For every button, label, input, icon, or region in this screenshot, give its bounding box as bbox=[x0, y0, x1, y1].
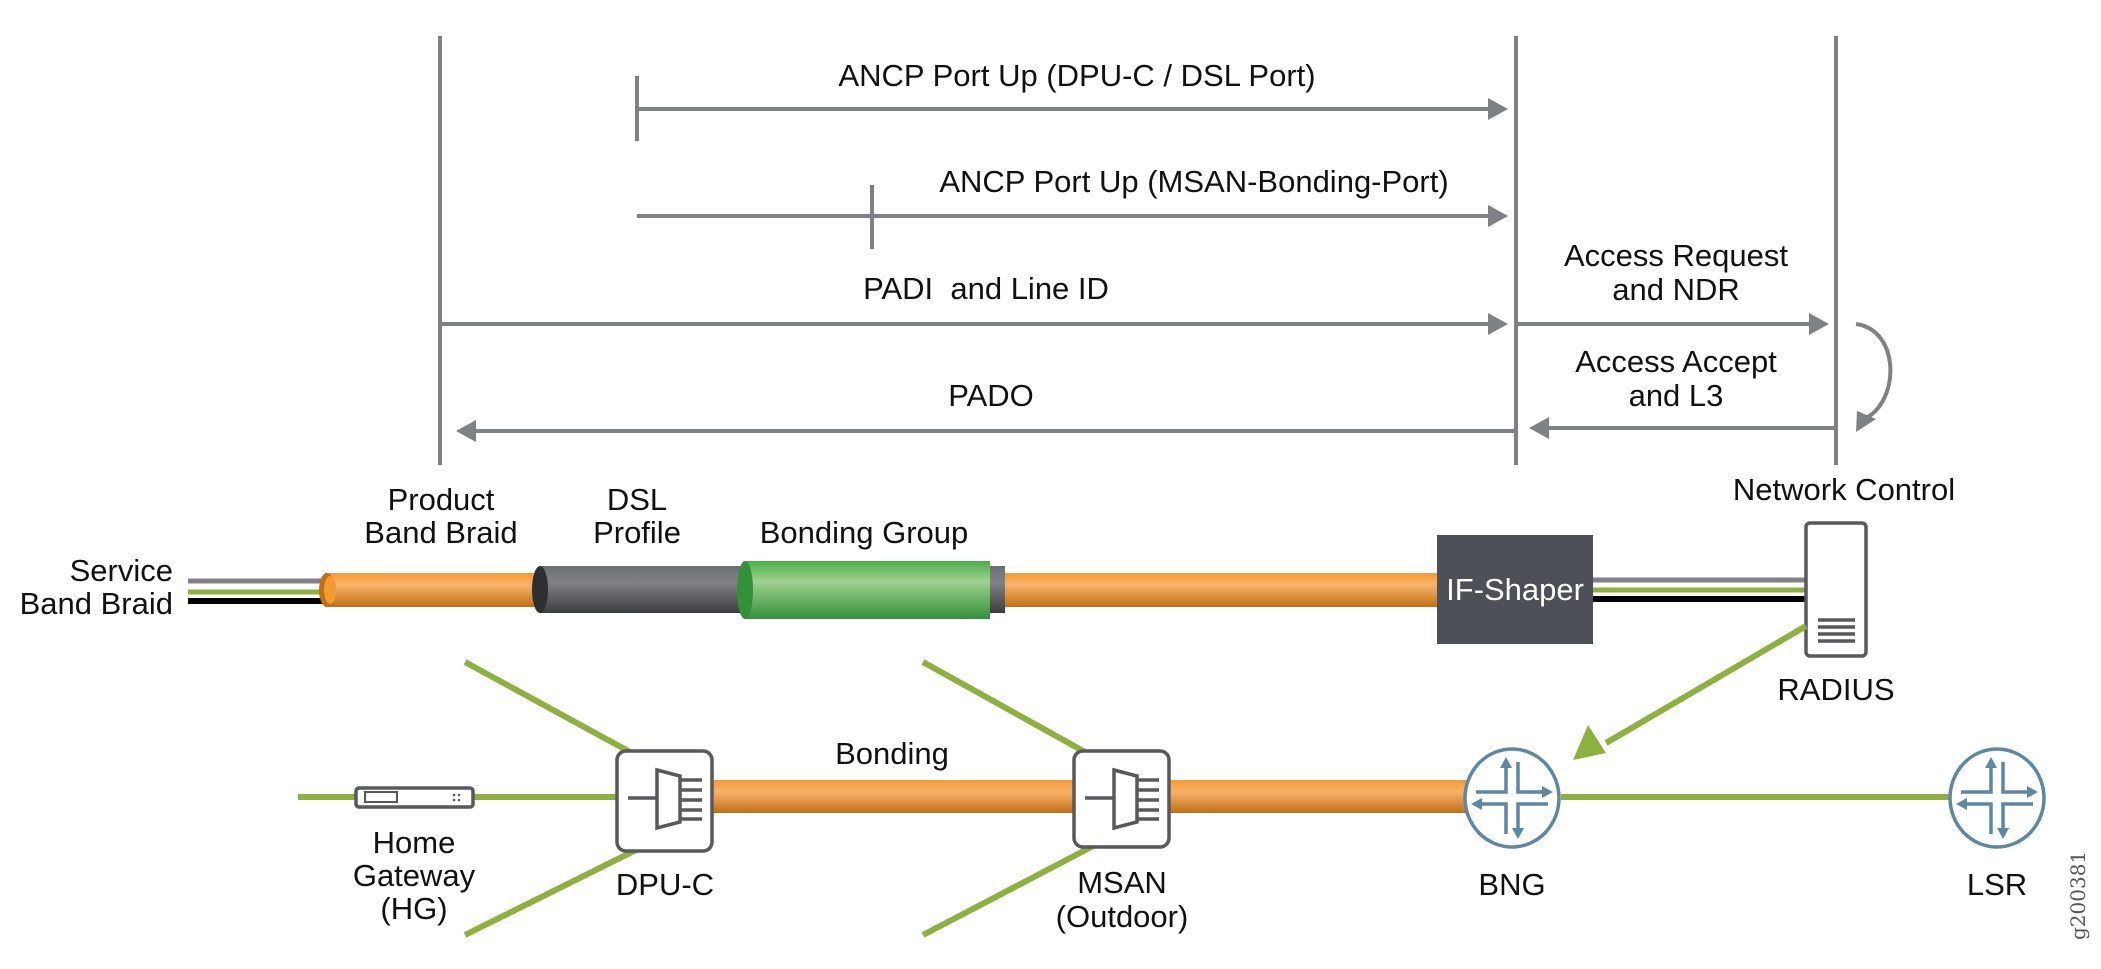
label-network-control: Network Control bbox=[1733, 472, 1955, 507]
arrowhead-right-icon bbox=[1488, 205, 1508, 227]
radius-to-bng-arrow bbox=[1573, 623, 1808, 760]
arrowhead-left-icon bbox=[456, 420, 476, 442]
message-ancp-msan: ANCP Port Up (MSAN-Bonding-Port) bbox=[637, 164, 1508, 249]
message-access-request: Access Request and NDR bbox=[1516, 238, 1829, 335]
arrowhead-right-icon bbox=[1488, 313, 1508, 335]
label-msan-2: (Outdoor) bbox=[1056, 899, 1189, 934]
arrowhead-right-icon bbox=[1488, 98, 1508, 120]
message-label-line-2: and NDR bbox=[1612, 272, 1740, 307]
message-pado: PADO bbox=[456, 378, 1516, 442]
message-label-line-2: and L3 bbox=[1629, 378, 1724, 413]
curved-arrowhead-icon bbox=[1856, 411, 1876, 432]
radius-server-icon bbox=[1804, 521, 1868, 658]
bonding-group-sleeve bbox=[737, 561, 990, 619]
label-lsr: LSR bbox=[1967, 867, 2027, 902]
service-band-braid-wires-right bbox=[1593, 577, 1806, 602]
curved-arrow-line bbox=[1855, 322, 1893, 420]
message-label-line-1: Access Accept bbox=[1575, 344, 1777, 379]
message-label-line-1: Access Request bbox=[1564, 238, 1788, 273]
if-shaper-label: IF-Shaper bbox=[1446, 572, 1584, 607]
label-dsl-profile-2: Profile bbox=[593, 515, 681, 550]
arrowhead-icon bbox=[1573, 725, 1606, 760]
figure-id: g200381 bbox=[2066, 851, 2090, 940]
message-access-accept: Access Accept and L3 bbox=[1529, 344, 1836, 439]
label-hg-2: Gateway bbox=[353, 858, 476, 893]
service-band-braid-wires-left bbox=[188, 578, 330, 604]
label-bng: BNG bbox=[1478, 867, 1545, 902]
message-padi: PADI and Line ID bbox=[440, 271, 1508, 335]
label-dsl-profile-1: DSL bbox=[607, 482, 667, 517]
label-bonding: Bonding bbox=[835, 736, 949, 771]
label-bonding-group: Bonding Group bbox=[760, 515, 969, 550]
label-product-band-braid-1: Product bbox=[388, 482, 495, 517]
arrowhead-right-icon bbox=[1809, 313, 1829, 335]
access-lines bbox=[298, 659, 1951, 938]
lsr-router-icon bbox=[1948, 747, 2046, 849]
message-ancp-dpu: ANCP Port Up (DPU-C / DSL Port) bbox=[635, 58, 1508, 141]
message-label: PADO bbox=[948, 378, 1034, 413]
msan-icon bbox=[1072, 749, 1171, 849]
label-hg-3: (HG) bbox=[380, 891, 447, 926]
message-label: ANCP Port Up (MSAN-Bonding-Port) bbox=[939, 164, 1448, 199]
arrowhead-left-icon bbox=[1529, 417, 1549, 439]
label-service-band-braid-2: Band Braid bbox=[20, 586, 173, 621]
bng-router-icon bbox=[1463, 747, 1561, 849]
radius-processing-loop bbox=[1855, 322, 1893, 432]
label-msan-1: MSAN bbox=[1077, 865, 1167, 900]
label-service-band-braid-1: Service bbox=[70, 553, 173, 588]
dpu-c-icon bbox=[615, 749, 714, 853]
home-gateway-icon bbox=[354, 786, 475, 809]
label-dpu-c: DPU-C bbox=[616, 867, 714, 902]
label-hg-1: Home bbox=[373, 825, 456, 860]
message-label: PADI and Line ID bbox=[863, 271, 1109, 306]
label-product-band-braid-2: Band Braid bbox=[364, 515, 517, 550]
label-radius: RADIUS bbox=[1777, 672, 1894, 707]
if-shaper-box: IF-Shaper bbox=[1437, 535, 1593, 644]
message-label: ANCP Port Up (DPU-C / DSL Port) bbox=[838, 58, 1315, 93]
